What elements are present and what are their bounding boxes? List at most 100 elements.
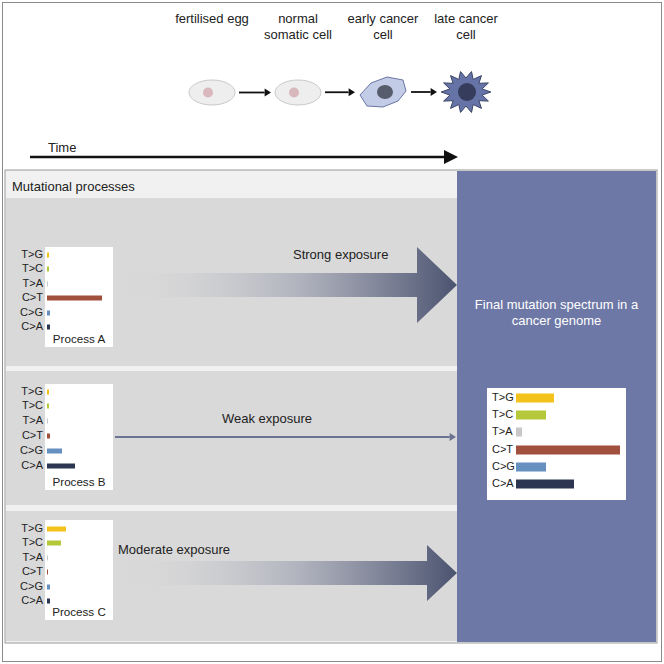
axis-label: C>A: [3, 594, 43, 607]
axis-label: C>T: [3, 565, 43, 578]
axis-label: C>G: [3, 580, 43, 593]
axis-label: T>G: [492, 391, 514, 404]
axis-label: T>A: [3, 414, 43, 427]
cell-shape: [188, 79, 236, 106]
chart-box: [45, 247, 113, 347]
axis-label: T>C: [3, 399, 43, 412]
bar: [516, 411, 546, 420]
axis-label: T>G: [3, 522, 43, 535]
axis-label: T>G: [3, 385, 43, 398]
cell-label: fertilised egg: [172, 11, 252, 27]
chart-box: [45, 384, 113, 490]
chart-box: [45, 520, 113, 620]
arrowhead: [431, 88, 437, 96]
cell-label: early cancer cell: [343, 11, 423, 42]
axis-label: T>A: [492, 425, 512, 438]
exposure-label: Strong exposure: [293, 247, 388, 263]
bar: [516, 446, 620, 455]
axis-label: C>G: [492, 460, 515, 473]
connector: [115, 433, 456, 441]
process-section: [5, 170, 657, 643]
bar: [47, 570, 48, 575]
cell-shape: [440, 70, 492, 114]
bar: [516, 480, 574, 489]
block-arrow: [115, 247, 457, 323]
cell-body: [360, 77, 406, 107]
axis-label: C>T: [492, 443, 513, 456]
bar: [47, 267, 49, 272]
chart-box: [487, 388, 626, 500]
connector-line: [115, 436, 450, 438]
cell-node: normal somatic cell: [274, 79, 322, 106]
cell-nucleus: [203, 88, 213, 98]
axis-label: T>C: [3, 262, 43, 275]
bar: [47, 434, 50, 439]
bar: [516, 463, 546, 472]
axis-label: C>A: [3, 320, 43, 333]
bar: [47, 541, 61, 546]
result-panel: [457, 171, 656, 642]
axis-title: Time: [48, 140, 76, 156]
axis-label: T>G: [3, 248, 43, 261]
axis-label: C>T: [3, 291, 43, 304]
connector: [115, 247, 457, 323]
arrowhead: [450, 433, 456, 441]
process-chart: Process A: [45, 247, 113, 347]
cell-nucleus: [458, 83, 476, 101]
cell-node: early cancer cell: [358, 75, 408, 109]
bar: [47, 449, 62, 454]
connector-line: [325, 91, 349, 93]
arrowhead: [349, 88, 355, 96]
cell-body: [441, 72, 491, 113]
cell-shape: [358, 75, 408, 109]
process-name: Process A: [45, 332, 113, 346]
cell-body: [189, 80, 235, 105]
result-panel: Final mutation spectrum in a cancer geno…: [457, 171, 656, 642]
bar: [516, 394, 554, 403]
bar: [47, 253, 49, 258]
process-band: [6, 198, 457, 366]
cell-shape: [274, 79, 322, 106]
axis-label: T>A: [3, 277, 43, 290]
axis-label: C>A: [492, 477, 514, 490]
cell-nucleus: [377, 85, 393, 99]
connector-line: [239, 92, 265, 94]
bar: [47, 325, 50, 330]
bar: [47, 556, 48, 561]
bar: [47, 296, 102, 301]
bar: [516, 428, 522, 437]
bar: [47, 527, 66, 532]
arrowhead: [265, 89, 271, 97]
process-name: Process B: [45, 475, 113, 489]
axis-label: T>A: [3, 551, 43, 564]
connector: [411, 88, 437, 96]
process-chart: Process C: [45, 520, 113, 620]
bar: [47, 311, 50, 316]
bar: [47, 419, 48, 424]
bar: [47, 585, 50, 590]
section-heading: Mutational processes: [12, 179, 135, 195]
cell-label: late cancer cell: [426, 11, 506, 42]
axis-label: C>A: [3, 459, 43, 472]
panel-title: Final mutation spectrum in a cancer geno…: [471, 297, 642, 328]
bar: [47, 282, 48, 287]
cell-node: fertilised egg: [188, 79, 236, 106]
axis-label: C>G: [3, 306, 43, 319]
cell-nucleus: [289, 88, 299, 98]
bar: [47, 404, 49, 409]
bar: [47, 390, 49, 395]
connector-line: [411, 91, 431, 93]
cell-node: late cancer cell: [440, 70, 492, 114]
axis-label: T>C: [3, 536, 43, 549]
process-band: [6, 511, 457, 641]
bar: [47, 464, 75, 469]
connector: [325, 88, 355, 96]
axis-label: C>G: [3, 444, 43, 457]
bar: [47, 599, 50, 604]
outer-frame: [3, 3, 662, 662]
exposure-label: Moderate exposure: [118, 542, 230, 558]
exposure-label: Weak exposure: [222, 411, 312, 427]
